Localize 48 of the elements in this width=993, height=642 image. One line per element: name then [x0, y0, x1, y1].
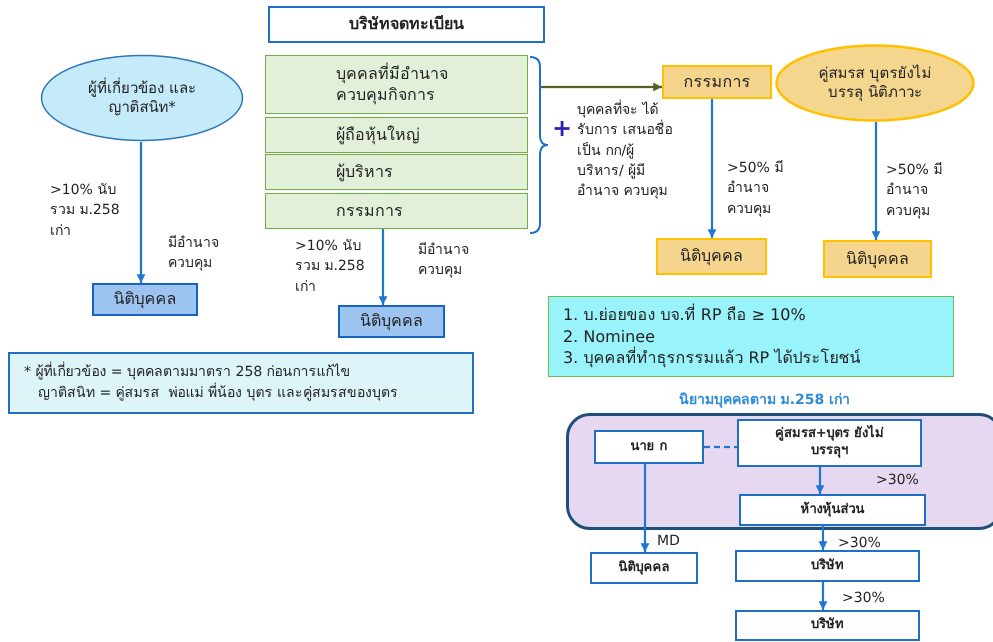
process-box: นิติบุคคล	[338, 305, 445, 338]
list-item: 2. Nominee	[563, 326, 655, 346]
arrow	[818, 582, 828, 610]
heading-box: บริษัทจดทะเบียน	[268, 6, 545, 43]
arrow	[816, 467, 824, 494]
process-box: ผู้บริหาร	[265, 154, 528, 190]
edge-label: >30%	[842, 589, 886, 608]
edge-label: >30%	[876, 471, 920, 490]
arrow	[640, 464, 650, 552]
footnote-box	[8, 352, 474, 414]
process-box: บริษัท	[735, 610, 920, 641]
process-box: นิติบุคคล	[92, 283, 198, 316]
footnote-line: * ผู้ที่เกี่ยวข้อง = บุคคลตามมาตรา 258 ก่อนการแก้ไข	[24, 362, 351, 383]
arrow	[378, 229, 388, 305]
edge-label: MD	[657, 532, 681, 551]
annotation-text: >10% นับรวม ม.258 เก่า	[295, 237, 366, 297]
process-box: นิติบุคคล	[590, 552, 698, 584]
dashed-line	[704, 446, 737, 448]
arrow	[541, 82, 662, 92]
process-box: บุคคลที่มีอำนาจ ควบคุมกิจการ	[265, 55, 528, 114]
node-text: ผู้ที่เกี่ยวข้อง และญาติสนิท*	[87, 78, 197, 118]
process-box: คู่สมรส+บุตร ยังไม่บรรลุฯ	[737, 419, 922, 467]
footnote-line: ญาติสนิท = คู่สมรส พ่อแม่ พี่น้อง บุตร และคู่สมรสของบุตร	[24, 383, 398, 404]
process-box: ห้างหุ้นส่วน	[739, 494, 926, 526]
group-heading: นิยามบุคคลตาม ม.258 เก่า	[678, 391, 852, 410]
annotation-text: บุคคลที่จะ ได้รับการ เสนอชื่อเป็น กก/ผู้บริหาร/ ผู้มีอำนาจ ควบคุม	[577, 100, 675, 202]
annotation-text: มีอำนาจ ควบคุม	[168, 234, 220, 274]
node-text: คู่สมรส บุตรยังไม่บรรลุ นิติภาวะ	[818, 64, 932, 102]
list-item: 3. บุคคลที่ทำธุรกรรมแล้ว RP ได้ประโยชน์	[563, 347, 860, 369]
annotation-text: มีอำนาจ ควบคุม	[418, 241, 470, 280]
process-box: กรรมการ	[662, 65, 772, 99]
process-box: นาย ก	[594, 430, 704, 464]
edge-label: >50% มีอำนาจ ควบคุม	[886, 161, 944, 221]
process-box: ผู้ถือหุ้นใหญ่	[265, 117, 528, 153]
note-box	[548, 296, 954, 377]
annotation-text: >10% นับรวม ม.258 เก่า	[50, 181, 121, 241]
process-box: นิติบุคคล	[656, 238, 767, 275]
list-item: 1. บ.ย่อยของ บจ.ที่ RP ถือ ≥ 10%	[563, 304, 806, 326]
plus-sign: +	[552, 116, 572, 140]
arrow	[872, 122, 880, 240]
edge-label: >30%	[838, 534, 882, 553]
arrow	[136, 142, 146, 283]
arrow	[818, 526, 828, 550]
process-box: นิติบุคคล	[823, 240, 932, 278]
arrow	[708, 99, 716, 238]
process-box: กรรมการ	[265, 193, 528, 229]
edge-label: >50% มีอำนาจ ควบคุม	[727, 159, 784, 219]
process-box: บริษัท	[735, 550, 920, 582]
